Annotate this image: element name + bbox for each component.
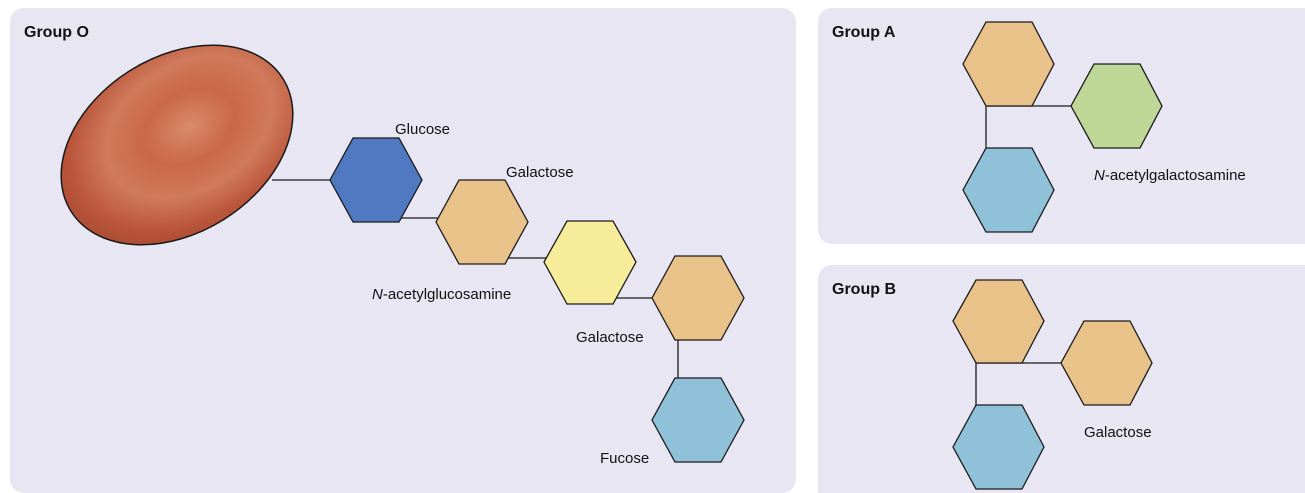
galactose-hexagon-branch xyxy=(1060,320,1153,406)
galactose-hexagon-1 xyxy=(435,179,529,265)
group-a-title: Group A xyxy=(832,24,896,41)
group-b-title: Group B xyxy=(832,281,896,298)
group-o-title: Group O xyxy=(24,24,89,41)
n-acetylgalactosamine-hexagon xyxy=(1070,63,1163,149)
n-acetylgalactosamine-label: N-acetylgalactosamine xyxy=(1094,167,1246,184)
group-o-panel: Group O Glucose Galactose N-a xyxy=(10,8,796,493)
galactose-label: Galactose xyxy=(1084,424,1152,441)
n-acetylglucosamine-label: N-acetylglucosamine xyxy=(372,286,511,303)
red-blood-cell xyxy=(60,44,294,246)
group-o-diagram: Glucose Galactose N-acetylglucosamine Ga… xyxy=(60,44,745,467)
group-b-diagram: Galactose xyxy=(952,279,1153,490)
n-acetylglucosamine-hexagon xyxy=(543,220,637,305)
galactose-hexagon-2 xyxy=(651,255,745,341)
fucose-hexagon xyxy=(952,404,1045,490)
galactose-label-1: Galactose xyxy=(506,164,574,181)
group-a-panel: Group A N-acetylgalactosamine xyxy=(818,8,1305,244)
group-a-diagram: N-acetylgalactosamine xyxy=(962,21,1246,233)
n-acetyl-prefix: N xyxy=(1094,167,1105,184)
n-acetyl-prefix: N xyxy=(372,286,383,303)
glucose-label: Glucose xyxy=(395,121,450,138)
group-b-panel: Group B Galactose xyxy=(818,265,1305,493)
galactose-hexagon xyxy=(962,21,1055,107)
fucose-hexagon xyxy=(962,147,1055,233)
fucose-hexagon xyxy=(651,377,745,463)
galactose-label-2: Galactose xyxy=(576,329,644,346)
n-acetylglucosamine-suffix: -acetylglucosamine xyxy=(383,286,511,303)
fucose-label: Fucose xyxy=(600,450,649,467)
glucose-hexagon xyxy=(329,137,423,223)
galactose-hexagon-main xyxy=(952,279,1045,364)
n-acetylgalactosamine-suffix: -acetylgalactosamine xyxy=(1105,167,1246,184)
